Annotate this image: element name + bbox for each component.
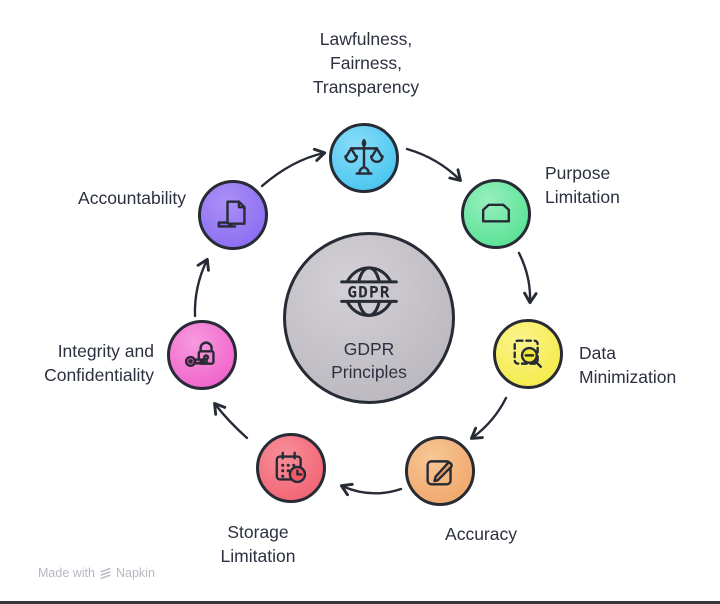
node-accountability bbox=[198, 180, 268, 250]
label-accuracy: Accuracy bbox=[445, 524, 517, 544]
lock-key-icon bbox=[184, 341, 215, 368]
arrow-integrity-to-accountability bbox=[193, 257, 210, 318]
watermark: Made with Napkin bbox=[38, 566, 155, 580]
node-purpose-limitation bbox=[461, 179, 531, 249]
center-hub-label: GDPR Principles bbox=[331, 339, 407, 382]
arrow-purpose-to-datamin bbox=[517, 251, 538, 305]
label-accountability: Accountability bbox=[78, 188, 186, 208]
folder-icon bbox=[481, 203, 511, 223]
arrow-accountability-to-lawfulness bbox=[260, 147, 327, 188]
label-data-minimization: Data Minimization bbox=[579, 343, 677, 387]
label-purpose-limitation: Purpose Limitation bbox=[545, 163, 620, 207]
node-integrity-confidentiality bbox=[167, 320, 237, 390]
documents-icon bbox=[217, 200, 246, 228]
node-data-minimization bbox=[493, 319, 563, 389]
label-integrity-confidentiality: Integrity and Confidentiality bbox=[44, 341, 154, 385]
center-hub: GDPR GDPR Principles bbox=[283, 232, 455, 404]
arrow-storage-to-integrity bbox=[213, 401, 249, 440]
calendar-clock-icon bbox=[275, 451, 307, 484]
node-lawfulness-fairness-transparency bbox=[329, 123, 399, 193]
globe-gdpr-icon: GDPR bbox=[340, 266, 398, 317]
globe-gdpr-text: GDPR bbox=[347, 282, 390, 301]
napkin-logo-icon bbox=[100, 567, 111, 579]
label-lawfulness-fairness-transparency: Lawfulness, Fairness, Transparency bbox=[312, 29, 420, 97]
node-accuracy bbox=[405, 436, 475, 506]
magnifier-minus-icon bbox=[513, 339, 543, 369]
watermark-prefix: Made with bbox=[38, 566, 95, 580]
arrow-accuracy-to-storage bbox=[339, 482, 403, 497]
bottom-border-line bbox=[0, 601, 720, 604]
label-storage-limitation: Storage Limitation bbox=[220, 522, 296, 566]
edit-pencil-icon bbox=[426, 460, 453, 486]
watermark-brand: Napkin bbox=[115, 566, 155, 580]
arrow-datamin-to-accuracy bbox=[469, 396, 508, 440]
arrow-lawfulness-to-purpose bbox=[405, 147, 462, 182]
scales-icon bbox=[344, 138, 384, 175]
node-storage-limitation bbox=[256, 433, 326, 503]
